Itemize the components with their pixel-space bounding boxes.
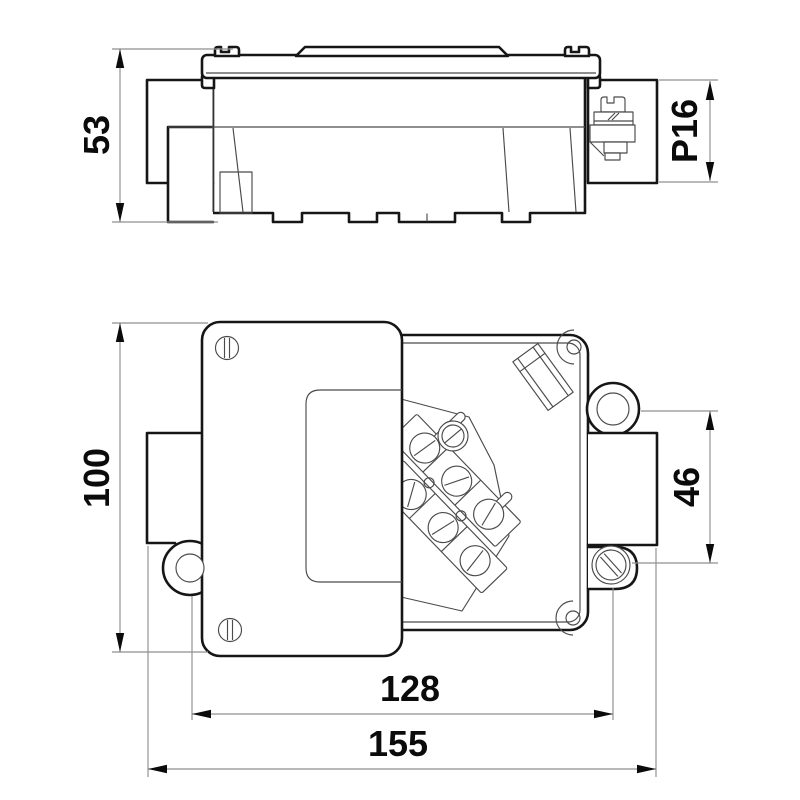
side-left-block [166, 125, 215, 224]
mount-hole-left [175, 553, 205, 583]
lid-handle [294, 45, 510, 58]
side-lid [200, 53, 602, 80]
plate-screw-icon [437, 420, 469, 452]
lid-screw-icon [217, 617, 243, 643]
plan-view [145, 320, 659, 658]
fixing-screw-icon [591, 545, 631, 585]
ground-screw-icon [589, 96, 636, 161]
side-view [145, 45, 659, 224]
plan-right-stub [586, 431, 659, 547]
dim-label-128: 128 [380, 668, 440, 709]
lid-raised-area [305, 389, 402, 583]
plan-lid [200, 320, 404, 658]
dimension-annotations: 53 P16 100 46 128 155 [76, 48, 718, 777]
cable-gland [512, 343, 574, 411]
plan-left-stub [145, 431, 204, 545]
lid-screw-icon [214, 335, 240, 361]
side-body [211, 75, 587, 224]
dim-label-p16: P16 [664, 99, 705, 163]
dim-label-155: 155 [368, 723, 428, 764]
lid-clip-right [563, 45, 591, 58]
dim-label-46: 46 [666, 467, 707, 507]
mount-hole-right [596, 392, 630, 426]
dim-label-100: 100 [76, 448, 117, 508]
dim-label-53: 53 [76, 115, 117, 155]
lid-clip-left [213, 45, 241, 58]
terminal-block [377, 411, 521, 594]
